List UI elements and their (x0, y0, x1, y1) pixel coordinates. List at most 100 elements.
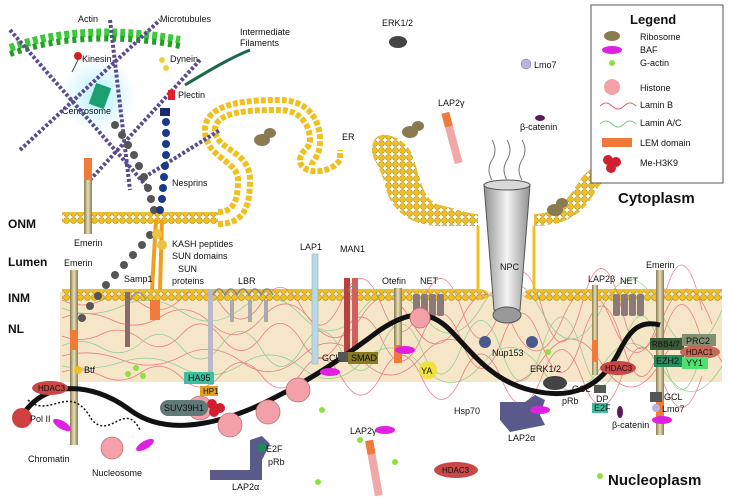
hsp70-lap2a-complex (500, 395, 545, 432)
prb-right-label: pRb (562, 396, 579, 406)
nesprins-label: Nesprins (172, 178, 208, 188)
nucleoplasm-label: Nucleoplasm (608, 472, 701, 489)
smad-label: SMAD (351, 353, 378, 363)
legend-gactin-swatch (609, 60, 615, 66)
prc2-label: PRC2 (686, 336, 710, 346)
legend-lem: LEM domain (640, 138, 691, 148)
legend-histone-swatch (604, 79, 620, 95)
intermediate-filament (184, 48, 251, 87)
dynein-label: Dynein (170, 54, 198, 64)
rbb47 (650, 338, 684, 350)
net-right-label: NET (620, 276, 639, 286)
pol-ii (12, 408, 32, 428)
hsp70-label: Hsp70 (454, 406, 480, 416)
gcl-far-label: GCL (664, 392, 683, 402)
lmo7-top-label: Lmo7 (534, 60, 557, 70)
lap1-label: LAP1 (300, 242, 322, 252)
plectin (168, 90, 175, 100)
samp1-label: Samp1 (124, 274, 153, 284)
legend-laminb: Lamin B (640, 100, 673, 110)
lbr-label: LBR (238, 276, 256, 286)
samp1 (125, 292, 147, 347)
sun-proteins (150, 219, 167, 320)
me-h3k9-cluster (207, 399, 225, 417)
hdac3-right (600, 361, 636, 375)
btf (74, 366, 82, 374)
microtubules-label: Microtubules (160, 14, 212, 24)
gcl-right (594, 385, 606, 393)
sun-proteins-label-1: SUN (178, 264, 197, 274)
baf-markers (53, 346, 672, 452)
ezh2-label: EZH2 (656, 356, 679, 366)
ya-label: YA (421, 366, 432, 376)
rbb-label: RBB4/7 (652, 340, 680, 349)
man1-label: MAN1 (340, 244, 365, 254)
hdac3-bottom (434, 462, 478, 478)
gcl-far (650, 392, 662, 402)
lap2g-bottom-label: LAP2γ (350, 426, 377, 436)
legend-gactin: G-actin (640, 58, 669, 68)
otefin (394, 288, 402, 363)
legend-baf-swatch (602, 46, 622, 54)
e2f-left-label: E2F (266, 444, 283, 454)
plectin-label: Plectin (178, 90, 205, 100)
emerin-left (70, 270, 78, 445)
inner-nuclear-membrane (62, 226, 722, 301)
lmo7-bottom (652, 404, 660, 412)
gcl-mid (338, 352, 354, 362)
dp-label: DP (596, 394, 609, 404)
erk-mid (543, 376, 567, 390)
emerin-right-label: Emerin (646, 260, 675, 270)
legend-title: Legend (630, 12, 676, 27)
sun-domains-label: SUN domains (172, 251, 228, 261)
man1 (344, 278, 359, 356)
sun-proteins-label-2: proteins (172, 276, 205, 286)
dynein (159, 57, 169, 71)
lmo7-bottom-label: Lmo7 (662, 404, 685, 414)
legend-ribosome-swatch (604, 31, 620, 41)
ribosomes (254, 121, 568, 216)
lap2g-top-label: LAP2γ (438, 98, 465, 108)
lap2a-left-label: LAP2α (232, 482, 259, 492)
gcl-right-label: GCL (572, 384, 591, 394)
onm-label: ONM (8, 217, 36, 231)
ya (419, 361, 437, 379)
erk-top-label: ERK1/2 (382, 18, 413, 28)
nucleosome-label: Nucleosome (92, 468, 142, 478)
npc-label: NPC (500, 262, 520, 272)
er-label: ER (342, 132, 355, 142)
legend-meh3k9: Me-H3K9 (640, 158, 678, 168)
hdac3-right-label: HDAC3 (605, 364, 633, 373)
hdac3-left-label: HDAC3 (38, 384, 66, 393)
prc2 (682, 334, 716, 346)
lap2g-top-lem (441, 111, 453, 128)
e2f-right (592, 403, 608, 413)
hp1-label: HP1 (203, 387, 219, 396)
legend-meh3k9-swatch (603, 155, 621, 173)
suv-label: SUV39H1 (164, 403, 204, 413)
erk-top (389, 36, 407, 48)
legend-lem-swatch (602, 138, 632, 147)
ha95-label: HA95 (188, 373, 211, 383)
actin-label: Actin (78, 14, 98, 24)
e2f-right-label: E2F (594, 403, 611, 413)
outer-nuclear-membrane (62, 96, 722, 227)
bcat-top-label: β-catenin (520, 122, 557, 132)
lap1 (311, 253, 319, 365)
kash-label: KASH peptides (172, 239, 234, 249)
kinesin-label: Kinesin (82, 54, 112, 64)
legend-laminac: Lamin A/C (640, 118, 682, 128)
bcat-top (535, 115, 545, 121)
lap2a-right-label: LAP2α (508, 433, 535, 443)
legend-laminb-swatch (599, 102, 637, 110)
bcat-bottom (617, 406, 623, 418)
net-left-label: NET (420, 276, 439, 286)
microtubules (8, 18, 222, 192)
emerin-right (656, 270, 664, 435)
hdac3-bottom-label: HDAC3 (442, 466, 470, 475)
bcat-bottom-label: β-catenin (612, 420, 649, 430)
lap2b-label: LAP2β (588, 274, 615, 284)
legend: Legend Ribosome BAF G-actin Histone Lami… (590, 4, 724, 184)
suv39h1 (160, 400, 208, 416)
